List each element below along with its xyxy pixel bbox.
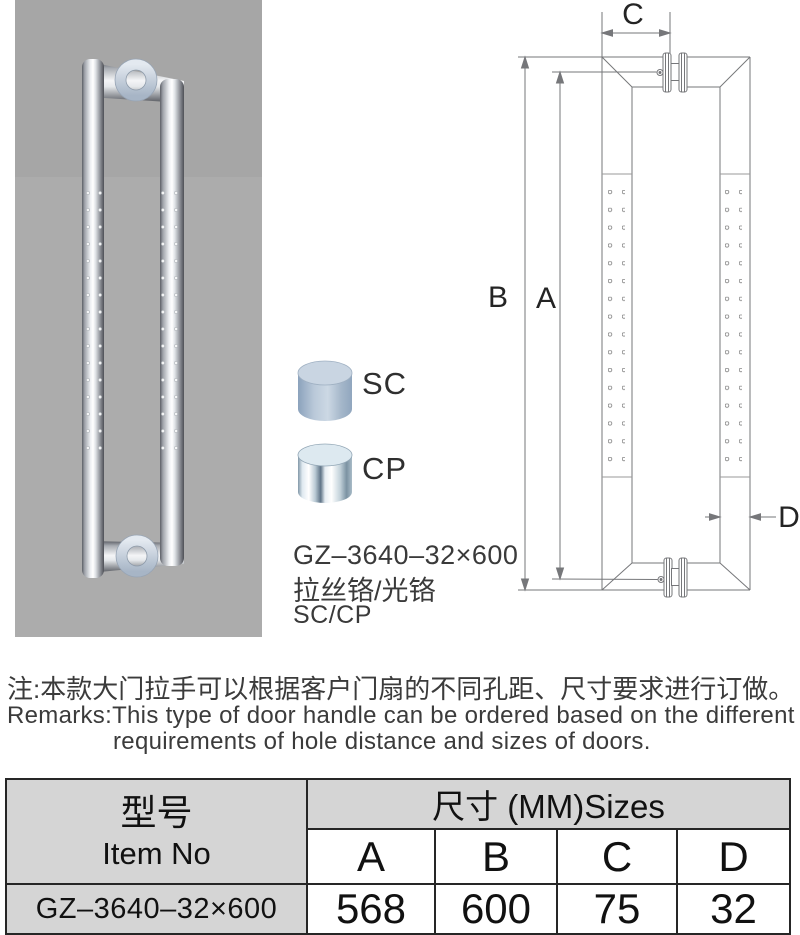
sc-finish-swatch [294, 358, 356, 424]
dimension-lines [520, 12, 776, 592]
value-d: 32 [676, 883, 791, 935]
technical-drawing: C B A D [488, 0, 800, 598]
note-english-line2: requirements of hole distance and sizes … [113, 728, 651, 755]
door-handle-photo [15, 0, 262, 637]
note-english-line1: Remarks:This type of door handle can be … [7, 702, 795, 729]
value-a: 568 [306, 883, 436, 935]
glass-ring-bottom [115, 534, 159, 578]
item-no-header-chinese: 型号 [120, 793, 193, 834]
cp-finish-swatch [294, 440, 356, 506]
product-photo [15, 0, 262, 637]
glass-fixing-top [656, 52, 688, 93]
handle-outline [518, 56, 751, 591]
cp-finish-label: CP [362, 451, 408, 486]
column-header-b: B [434, 828, 558, 885]
product-finish-chinese: 拉丝铬/光铬 [293, 576, 436, 606]
item-no-value: GZ–3640–32×600 [5, 883, 308, 935]
size-table: 型号 Item No 尺寸 (MM)Sizes A B C D GZ–3640–… [5, 778, 791, 935]
perforation-boundaries [602, 173, 750, 478]
value-b: 600 [434, 883, 558, 935]
column-header-d: D [676, 828, 791, 885]
sc-cylinder-icon [297, 360, 353, 421]
perforation-dots-left [608, 190, 625, 462]
column-header-a: A [306, 828, 436, 885]
cp-cylinder-icon [297, 443, 353, 503]
column-header-c: C [556, 828, 678, 885]
sizes-header-cell: 尺寸 (MM)Sizes [306, 778, 791, 830]
item-no-header-cell: 型号 Item No [5, 778, 308, 885]
dim-label-c: C [622, 0, 644, 31]
value-c: 75 [556, 883, 678, 935]
dim-label-b: B [488, 281, 508, 314]
product-finish-code: SC/CP [293, 601, 372, 629]
note-chinese: 注:本款大门拉手可以根据客户门扇的不同孔距、尺寸要求进行订做。 [7, 674, 795, 704]
product-code: GZ–3640–32×600 [293, 540, 519, 570]
glass-fixing-bottom [657, 557, 688, 598]
item-no-header-english: Item No [102, 836, 211, 872]
perforation-dots-right [725, 190, 742, 462]
glass-ring-top [114, 58, 158, 102]
dim-label-a: A [536, 282, 556, 315]
dim-label-d: D [778, 501, 800, 534]
table-row: GZ–3640–32×600 568 600 75 32 [5, 883, 791, 935]
sc-finish-label: SC [362, 366, 408, 401]
